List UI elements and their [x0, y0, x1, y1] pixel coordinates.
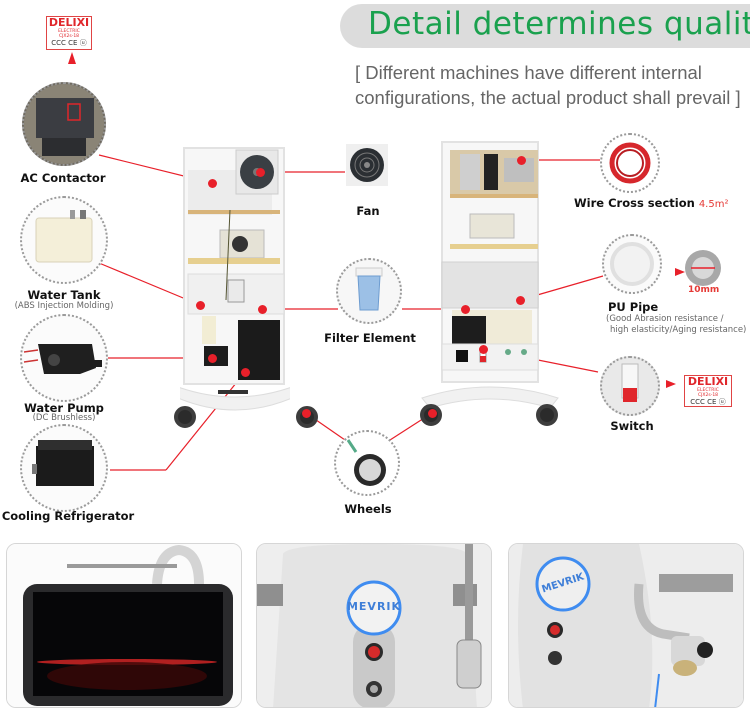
filter-element-label: Filter Element — [324, 331, 416, 345]
water-tank-image — [20, 196, 108, 284]
ac-contactor-label: AC Contactor — [20, 171, 106, 185]
wheel-icon — [536, 404, 558, 426]
badge-brand: DELIXI — [48, 16, 90, 29]
badge-sub2: CJX2s-18 — [697, 393, 719, 398]
switch-label: Switch — [610, 419, 654, 433]
filter-element-image — [336, 258, 402, 324]
wheel-icon — [174, 406, 196, 428]
badge-sub1: ELECTRIC — [58, 29, 80, 34]
pu-pipe-diameter: 10mm — [688, 285, 720, 295]
pointer-dot — [208, 354, 217, 363]
pu-pipe-image — [602, 234, 662, 294]
wire-value: 4.5m² — [698, 199, 729, 210]
badge-certs: CCC CE ⓤ — [690, 398, 726, 406]
ac-contactor-image — [22, 82, 106, 166]
wire-image — [600, 133, 660, 193]
badge-certs: CCC CE ⓤ — [51, 39, 87, 47]
pointer-dot — [258, 305, 267, 314]
wheels-image — [334, 430, 400, 496]
pointer-dot — [516, 296, 525, 305]
pu-pipe-sublabel-1: (Good Abrasion resistance / — [606, 314, 724, 324]
title-banner — [340, 4, 750, 48]
machine-back-view — [420, 140, 560, 430]
gallery-card-front: MEVRIK — [256, 543, 492, 708]
delixi-badge-switch: DELIXI ELECTRIC CJX2s-18 CCC CE ⓤ — [684, 375, 732, 407]
badge-brand: DELIXI — [687, 375, 729, 388]
fan-image — [346, 144, 388, 186]
switch-image — [600, 356, 660, 416]
pointer-dot — [196, 301, 205, 310]
cooling-refrigerator-label: Cooling Refrigerator — [1, 509, 135, 523]
machine-front-view — [174, 140, 318, 430]
pointer-dot — [428, 409, 437, 418]
fan-label: Fan — [356, 204, 380, 218]
gallery-card-screen — [6, 543, 242, 708]
badge-sub2: CJX2s-18 — [58, 34, 80, 39]
wire-label: Wire Cross section 4.5m² — [574, 196, 728, 210]
pu-pipe-label: PU Pipe — [608, 300, 659, 314]
pointer-dot — [302, 409, 311, 418]
gallery-card-side: MEVRIK — [508, 543, 744, 708]
pipe-cross-section-icon — [685, 250, 721, 286]
delixi-badge-top: DELIXI ELECTRIC CJX2s-18 CCC CE ⓤ — [46, 16, 92, 50]
pu-pipe-sublabel-2: high elasticity/Aging resistance) — [610, 325, 747, 335]
page-title: Detail determines quality — [368, 6, 750, 42]
water-pump-image — [20, 314, 108, 402]
pointer-dot — [479, 345, 488, 354]
wire-label-text: Wire Cross section — [574, 196, 695, 210]
water-pump-sublabel: (DC Brushless) — [32, 413, 96, 423]
pointer-dot — [517, 156, 526, 165]
water-tank-label: Water Tank — [27, 288, 101, 302]
cooling-refrigerator-image — [20, 424, 108, 512]
brand-logo-text: MEVRIK — [346, 600, 402, 613]
pointer-dot — [241, 368, 250, 377]
wheels-label: Wheels — [344, 502, 392, 516]
pointer-dot — [256, 168, 265, 177]
pointer-dot — [208, 179, 217, 188]
page-subtitle: [ Different machines have different inte… — [355, 62, 741, 108]
water-tank-sublabel: (ABS Injection Molding) — [14, 301, 114, 311]
pointer-dot — [461, 305, 470, 314]
badge-sub1: ELECTRIC — [697, 388, 719, 393]
water-pump-label: Water Pump — [24, 401, 104, 415]
